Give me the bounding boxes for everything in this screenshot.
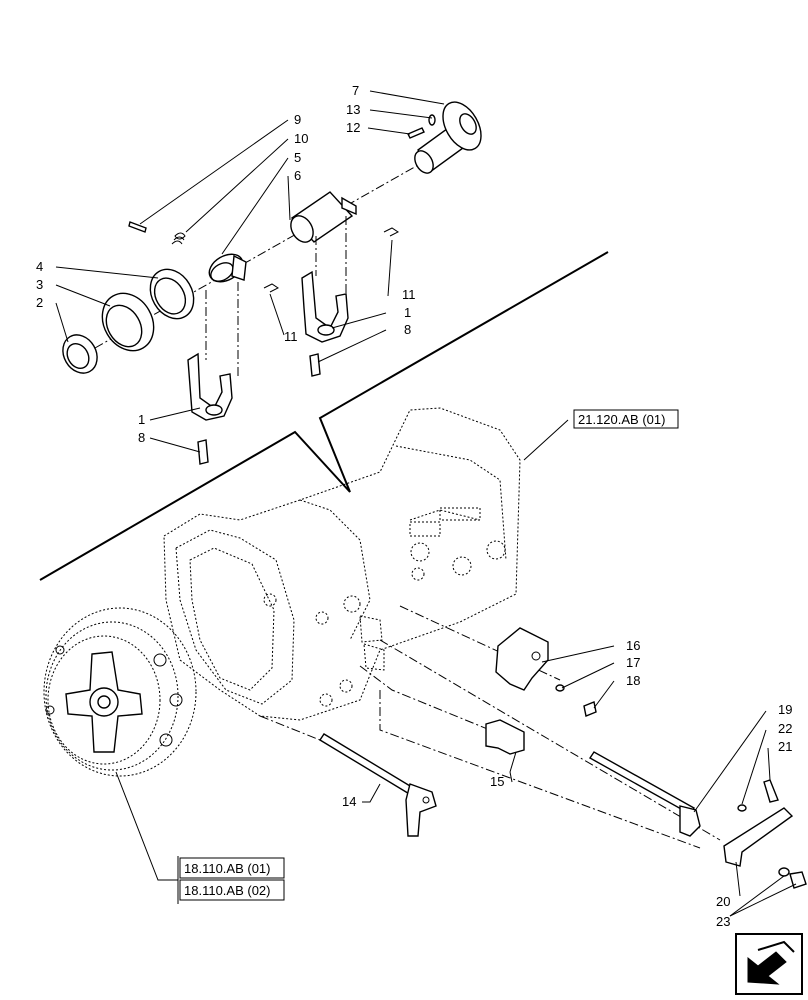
projection-line (359, 665, 491, 731)
bearing-part (101, 292, 155, 352)
small-seal-part (62, 334, 98, 374)
callout-3: 3 (36, 277, 43, 292)
callout-2: 2 (36, 295, 43, 310)
section-divider (39, 251, 609, 581)
callout-11-right: 11 (402, 287, 416, 302)
clip-part-a (263, 283, 279, 293)
callout-7: 7 (352, 83, 359, 98)
callout-8-upper: 8 (404, 322, 411, 337)
projection-line (379, 690, 701, 849)
screw-part (407, 114, 436, 139)
plate-part (495, 627, 549, 691)
callout-9: 9 (294, 112, 301, 127)
transmission-housing-ghost (163, 407, 521, 721)
projection-line (259, 715, 331, 745)
callout-13: 13 (346, 102, 360, 117)
reference-clutch-2-label: 18.110.AB (02) (184, 883, 270, 898)
callout-12: 12 (346, 120, 360, 135)
pin-part (128, 221, 147, 233)
callout-19: 19 (778, 702, 792, 717)
guide-tube-part (414, 101, 482, 174)
washer-part (555, 684, 565, 692)
callout-1-upper: 1 (404, 305, 411, 320)
reference-clutch-2[interactable]: 18.110.AB (02) (179, 879, 285, 901)
reference-clutch-1-label: 18.110.AB (01) (184, 861, 270, 876)
callout-18: 18 (626, 673, 640, 688)
center-axis (94, 129, 481, 349)
callout-6: 6 (294, 168, 301, 183)
washer-part-23 (778, 867, 790, 877)
callout-8-lower: 8 (138, 430, 145, 445)
shift-fork-part-upper (301, 270, 349, 343)
nut-part-23 (789, 871, 807, 889)
clutch-reference-leader (115, 771, 178, 881)
lower-leaders (362, 419, 797, 917)
reference-housing[interactable]: 21.120.AB (01) (573, 409, 679, 429)
shift-fork-part-lower (187, 352, 233, 421)
upper-leaders (55, 90, 445, 453)
callout-1-lower: 1 (138, 412, 145, 427)
seal-ring-part (149, 268, 195, 320)
bearing-collar-part (208, 253, 247, 283)
callout-5: 5 (294, 150, 301, 165)
bolt-part-upper (309, 353, 321, 377)
bearing-sleeve-part (290, 191, 357, 243)
shift-shaft-part (319, 733, 437, 837)
bracket-part (485, 719, 525, 755)
callout-21: 21 (778, 739, 792, 754)
callout-10: 10 (294, 131, 308, 146)
projection-line (399, 605, 561, 681)
spring-part (171, 232, 186, 245)
reference-housing-label: 21.120.AB (01) (578, 412, 665, 427)
callout-15: 15 (490, 774, 504, 789)
callout-22: 22 (778, 721, 792, 736)
callout-23: 23 (716, 914, 730, 929)
callout-14: 14 (342, 794, 356, 809)
clutch-assembly (43, 607, 197, 777)
callout-17: 17 (626, 655, 640, 670)
long-shaft-part (588, 751, 701, 837)
callout-11-left: 11 (284, 329, 298, 344)
bolt-part-21 (763, 779, 779, 803)
clip-part-b (383, 227, 399, 237)
callout-20: 20 (716, 894, 730, 909)
reference-clutch-1[interactable]: 18.110.AB (01) (179, 857, 285, 879)
arrow-icon[interactable] (735, 933, 803, 995)
washer-part-22 (737, 804, 747, 812)
projection-line (379, 639, 721, 841)
callout-16: 16 (626, 638, 640, 653)
bolt-part-lower (197, 439, 209, 465)
lever-part (723, 807, 794, 867)
callout-4: 4 (36, 259, 43, 274)
bolt-part (583, 701, 597, 717)
